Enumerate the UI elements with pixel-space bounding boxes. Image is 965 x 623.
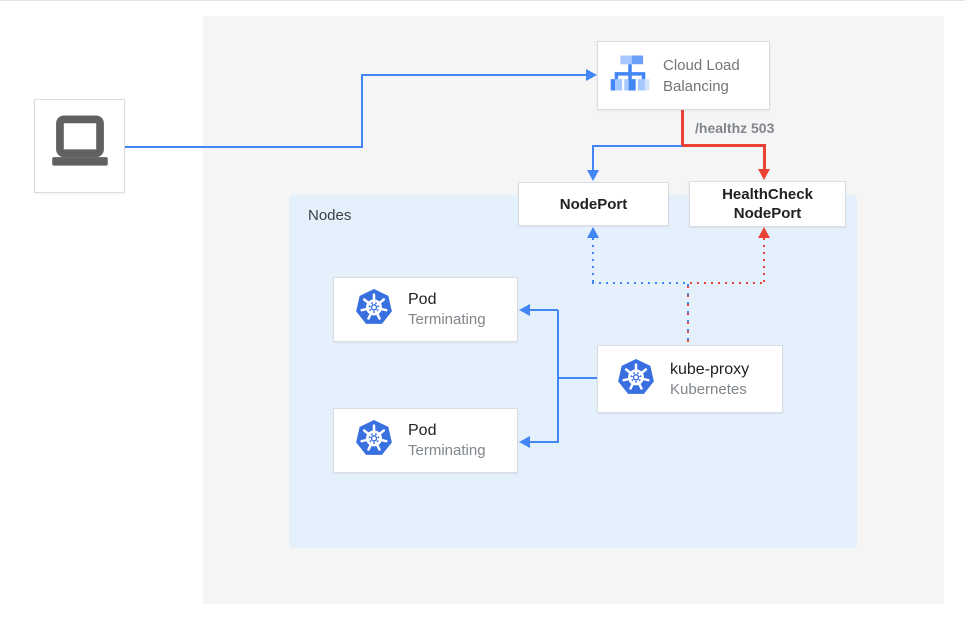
pod-1-title: Pod: [408, 291, 437, 308]
kube-proxy-node: kube-proxy Kubernetes: [597, 345, 783, 413]
edge-label-healthz-503: /healthz 503: [695, 120, 775, 136]
laptop-icon: [43, 107, 117, 186]
arrowhead-dotted-into-healthcheck: [758, 227, 770, 238]
arrowhead-into-pod-1: [519, 304, 530, 316]
edge-kubeproxy-dotted-trunk: [687, 284, 689, 345]
edge-to-pod-1: [530, 309, 558, 311]
edge-client-to-clb: [125, 146, 363, 148]
edge-clb-healthz: [681, 144, 766, 147]
edge-clb-to-nodeport: [592, 145, 594, 171]
edge-kubeproxy-to-healthcheck-dotted: [763, 238, 765, 284]
nodeport-label: NodePort: [559, 195, 628, 213]
pod-1-status: Terminating: [408, 311, 486, 328]
edge-clb-healthz: [681, 110, 684, 147]
edge-clb-to-nodeport: [592, 145, 682, 147]
kube-proxy-subtitle: Kubernetes: [670, 380, 747, 398]
arrowhead-into-pod-2: [519, 436, 530, 448]
nodeport-node: NodePort: [518, 182, 669, 226]
pod-2-title: Pod: [408, 422, 437, 439]
kube-proxy-title: kube-proxy: [670, 360, 750, 378]
client-node: [34, 99, 125, 193]
kubernetes-icon: [616, 357, 656, 402]
arrowhead-dotted-into-nodeport: [587, 227, 599, 238]
healthcheck-line1: HealthCheck: [722, 186, 813, 203]
kubernetes-icon: [354, 418, 394, 463]
arrowhead-into-healthcheck-nodeport: [758, 169, 770, 180]
edge-kubeproxy-to-pods: [558, 377, 597, 379]
edge-to-pod-2: [530, 441, 558, 443]
nodes-group-label: Nodes: [308, 207, 352, 224]
cloud-load-balancing-node: Cloud Load Balancing: [597, 41, 770, 110]
top-divider: [0, 0, 965, 1]
arrowhead-into-clb: [586, 69, 597, 81]
pod-2-status: Terminating: [408, 442, 486, 459]
cloud-load-balancing-icon: [609, 52, 651, 99]
edge-kubeproxy-to-nodeport-dotted: [592, 282, 688, 284]
arrowhead-into-nodeport: [587, 170, 599, 181]
edge-clb-healthz: [763, 144, 766, 170]
kubernetes-icon: [354, 287, 394, 332]
edge-kubeproxy-to-nodeport-dotted: [592, 238, 594, 284]
healthcheck-line2: NodePort: [733, 205, 802, 222]
cloud-load-balancing-label: Cloud Load Balancing: [663, 56, 740, 95]
pod-1-node: Pod Terminating: [333, 277, 518, 342]
edge-client-to-clb: [361, 74, 363, 148]
edge-kubeproxy-to-healthcheck-dotted: [690, 282, 765, 284]
healthcheck-nodeport-label: HealthCheck NodePort: [722, 185, 813, 223]
edge-kubeproxy-to-pods: [557, 310, 559, 443]
pod-2-node: Pod Terminating: [333, 408, 518, 473]
healthcheck-nodeport-node: HealthCheck NodePort: [689, 181, 846, 227]
edge-client-to-clb: [361, 74, 586, 76]
